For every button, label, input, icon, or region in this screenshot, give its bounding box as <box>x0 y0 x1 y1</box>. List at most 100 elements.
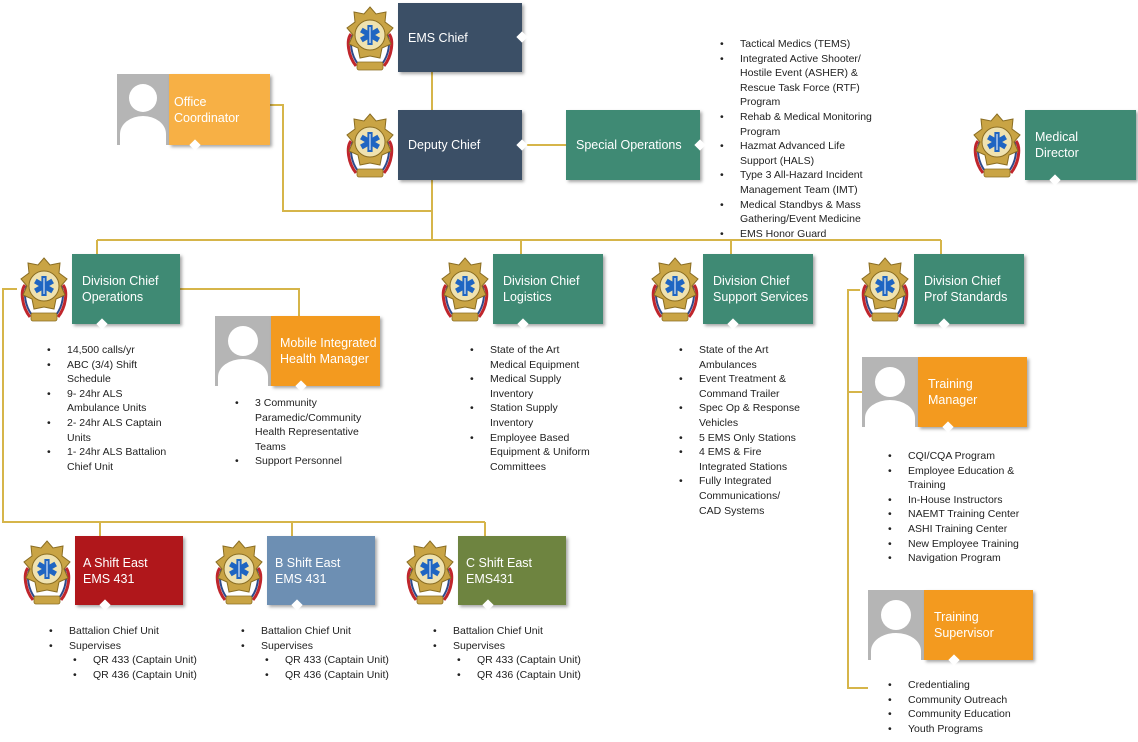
node-label-line2: EMS431 <box>466 571 514 586</box>
list-item-line: QR 433 (Captain Unit) <box>93 654 197 667</box>
node-label-line2: EMS 431 <box>275 571 327 586</box>
node-label-line1: Division Chief <box>82 274 159 288</box>
node-label-line2: Coordinator <box>174 110 240 125</box>
node-label-line2: Health Manager <box>280 352 369 366</box>
list-item: Employee Education &Training <box>886 464 1019 493</box>
list-item-line: Community Outreach <box>908 693 1008 706</box>
list-item-line: Management Team (IMT) <box>740 183 858 196</box>
sub-list-item: QR 433 (Captain Unit) <box>239 653 389 668</box>
node-label-line2: Prof Standards <box>924 290 1008 304</box>
node-label-line1: Special Operations <box>576 138 682 152</box>
person-silhouette-icon <box>868 590 924 660</box>
node-box: Deputy Chief <box>398 110 528 180</box>
sub-list-item: QR 436 (Captain Unit) <box>431 668 581 683</box>
connector-operations-shifts <box>2 288 485 523</box>
star-of-life-badge-icon <box>343 111 397 183</box>
person-silhouette-icon <box>215 316 271 386</box>
list-item-line: Medical Standbys & Mass <box>740 198 861 211</box>
list-item: EMS Honor Guard <box>718 227 872 242</box>
node-label-line1: Medical <box>1035 130 1079 144</box>
list-item-line: Program <box>740 125 781 138</box>
list-item-line: In-House Instructors <box>908 493 1003 506</box>
node-label-line2: Operations <box>82 290 144 304</box>
list-item-line: Credentialing <box>908 679 970 691</box>
node-label-line2: Manager <box>928 393 978 407</box>
node-label-line1: B Shift East <box>275 555 341 570</box>
list-support-services: State of the ArtAmbulancesEvent Treatmen… <box>677 343 800 518</box>
list-item: Tactical Medics (TEMS) <box>718 37 872 52</box>
list-item-line: EMS Honor Guard <box>740 227 827 240</box>
list-item: Supervises <box>47 639 197 654</box>
node-label-line1: Mobile Integrated <box>280 336 377 350</box>
node-box: Mobile Integrated Health Manager <box>271 316 380 392</box>
list-item-line: Navigation Program <box>908 552 1001 565</box>
person-silhouette-icon <box>117 74 169 145</box>
list-item-line: Equipment & Uniform <box>490 446 590 459</box>
list-item-line: Teams <box>255 440 286 453</box>
list-item: Supervises <box>431 639 581 654</box>
node-label-line1: A Shift East <box>83 555 148 570</box>
star-of-life-badge-icon <box>403 538 457 610</box>
list-item-line: QR 436 (Captain Unit) <box>93 668 197 681</box>
list-item-line: Supervises <box>261 639 313 652</box>
sub-list-item: QR 433 (Captain Unit) <box>431 653 581 668</box>
list-item: Community Education <box>886 707 1011 722</box>
node-box: Training Supervisor <box>924 590 1033 666</box>
list-a-shift: Battalion Chief UnitSupervisesQR 433 (Ca… <box>47 624 197 682</box>
list-item-line: Schedule <box>67 373 111 386</box>
node-label-line2: Support Services <box>713 290 809 304</box>
list-item-line: Inventory <box>490 416 534 429</box>
list-item-line: Communications/ <box>699 489 781 502</box>
star-of-life-badge-icon <box>858 255 912 327</box>
list-item: Supervises <box>239 639 389 654</box>
node-box: A Shift East EMS 431 <box>75 536 183 611</box>
node-box: Division Chief Prof Standards <box>914 254 1024 330</box>
star-of-life-badge-icon <box>212 538 266 610</box>
list-item-line: Spec Op & Response <box>699 402 800 415</box>
list-item-line: CQI/CQA Program <box>908 450 995 462</box>
list-item-line: Support Personnel <box>255 455 342 468</box>
connector-operations-mih <box>180 288 300 316</box>
list-item-line: Committees <box>490 460 547 473</box>
node-label-line1: Training <box>928 377 973 391</box>
list-item-line: Units <box>67 431 91 444</box>
node-label-line1: Training <box>934 610 979 624</box>
node-box: Special Operations <box>566 110 706 180</box>
list-item-line: Gathering/Event Medicine <box>740 213 861 226</box>
list-item-line: State of the Art <box>490 344 560 356</box>
list-item-line: QR 436 (Captain Unit) <box>285 668 389 681</box>
list-item-line: Battalion Chief Unit <box>453 625 543 637</box>
list-item-line: Employee Based <box>490 431 570 444</box>
list-item-line: Event Treatment & <box>699 373 786 386</box>
list-item-line: Rehab & Medical Monitoring <box>740 110 872 123</box>
node-label-line2: Supervisor <box>934 626 994 640</box>
node-box: C Shift East EMS431 <box>458 536 566 611</box>
node-label-line1: Office <box>174 94 207 109</box>
person-silhouette-icon <box>862 357 918 427</box>
sub-list-item: QR 436 (Captain Unit) <box>239 668 389 683</box>
star-of-life-badge-icon <box>648 255 702 327</box>
sub-list-item: QR 436 (Captain Unit) <box>47 668 197 683</box>
list-training-supervisor: CredentialingCommunity OutreachCommunity… <box>886 678 1011 736</box>
list-item: Navigation Program <box>886 551 1019 566</box>
star-of-life-badge-icon <box>343 4 397 76</box>
list-item-line: Vehicles <box>699 416 739 429</box>
list-item: Integrated Active Shooter/Hostile Event … <box>718 52 872 110</box>
list-item-line: 1- 24hr ALS Battalion <box>67 446 167 459</box>
list-item-line: Hostile Event (ASHER) & <box>740 67 858 80</box>
list-item: NAEMT Training Center <box>886 507 1019 522</box>
node-box: EMS Chief <box>398 3 528 72</box>
list-item-line: Employee Education & <box>908 464 1015 477</box>
list-item: Support Personnel <box>233 454 361 469</box>
list-item-line: NAEMT Training Center <box>908 508 1020 521</box>
list-item-line: QR 436 (Captain Unit) <box>477 668 581 681</box>
